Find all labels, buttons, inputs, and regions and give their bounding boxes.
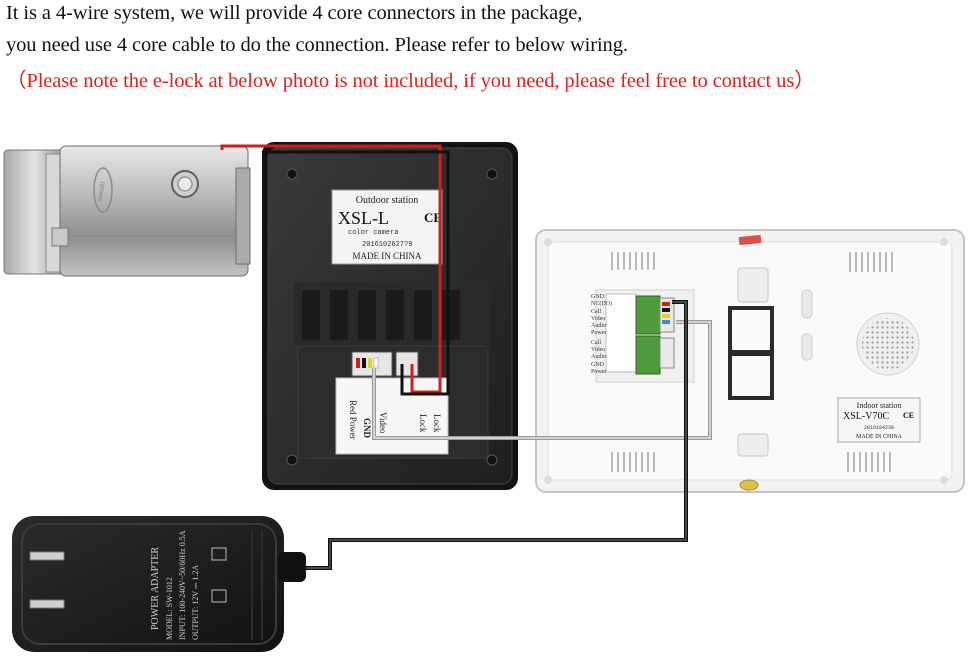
power-adapter: POWER ADAPTER MODEL: SW-1012 INPUT: 100-… xyxy=(12,516,306,652)
outdoor-terminal-4: Lock xyxy=(418,414,428,433)
note-line-1: It is a 4-wire system, we will provide 4… xyxy=(6,2,583,24)
note-line-2: you need use 4 core cable to do the conn… xyxy=(6,34,628,56)
electric-lock: xiaoshi xyxy=(3,145,251,277)
outdoor-terminal-1: Red Power xyxy=(348,400,358,440)
indoor-station xyxy=(535,229,965,493)
indoor-terminal-2: NC(DO) xyxy=(591,300,612,307)
outdoor-label-title: Outdoor station xyxy=(356,195,419,206)
outdoor-terminal-labels: Red Power GND Video Lock Lock xyxy=(348,400,442,440)
outdoor-terminal-2: GND xyxy=(362,418,372,439)
outdoor-serial: 2016102627?9 xyxy=(362,241,412,249)
outdoor-terminal-3: Video xyxy=(378,412,388,434)
indoor-terminal-7: Call xyxy=(591,340,601,346)
indoor-terminal-8: Video xyxy=(591,347,605,353)
outdoor-ce-mark: CE xyxy=(424,210,442,225)
indoor-terminal-10: GND xyxy=(591,362,605,368)
red-lock-wire xyxy=(220,144,442,394)
indoor-made-in: MADE IN CHINA xyxy=(856,434,903,440)
svg-text:xiaoshi: xiaoshi xyxy=(95,181,106,202)
indoor-terminal-4: Video xyxy=(591,316,605,322)
outdoor-made-in: MADE IN CHINA xyxy=(353,251,422,261)
outdoor-label: Outdoor station XSL-L CE color camera 20… xyxy=(331,189,443,265)
indoor-terminal-3: Call xyxy=(591,309,601,315)
indoor-serial: 2016104238 xyxy=(864,425,894,431)
outdoor-station xyxy=(262,142,518,490)
indoor-model: XSL-V70C xyxy=(843,411,889,422)
adapter-label: POWER ADAPTER xyxy=(150,547,161,630)
adapter-model: MODEL: SW-1012 xyxy=(165,577,174,640)
indoor-terminal-5: Audio xyxy=(591,323,606,329)
black-lock-wire xyxy=(262,150,450,396)
indoor-terminal-9: Audio xyxy=(591,354,606,360)
outdoor-terminal-5: Lock xyxy=(432,414,442,433)
adapter-input: INPUT: 100-240V~50/60Hz 0.5A xyxy=(178,530,187,640)
outdoor-model: XSL-L xyxy=(338,208,389,228)
indoor-terminal-6: Power xyxy=(591,330,606,336)
indoor-terminal-labels: GND NC(DO) Call Video Audio Power Call V… xyxy=(591,294,612,375)
note-line-3: （Please note the e-lock at below photo i… xyxy=(6,70,815,92)
indoor-label: Indoor station XSL-V70C CE 2016104238 MA… xyxy=(837,397,921,443)
adapter-output: OUTPUT: 12V ⎓ 1.2A xyxy=(191,565,200,640)
wiring xyxy=(220,144,712,570)
outdoor-subtitle: color camera xyxy=(348,229,398,237)
indoor-label-title: Indoor station xyxy=(857,401,902,410)
indoor-terminal-1: GND xyxy=(591,294,605,300)
indoor-terminal-11: Power xyxy=(591,369,606,375)
indoor-ce-mark: CE xyxy=(903,411,914,420)
